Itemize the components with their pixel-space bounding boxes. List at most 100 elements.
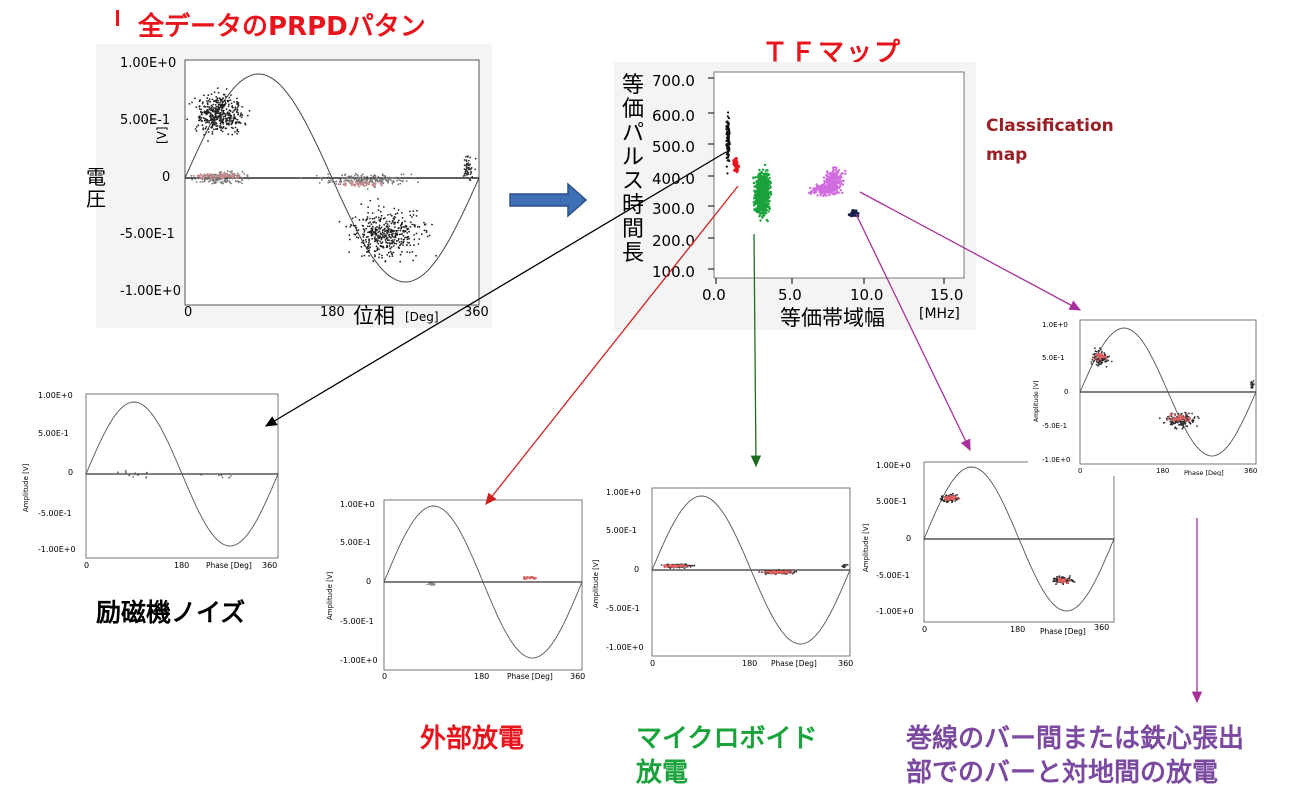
scatter-dot xyxy=(412,259,414,262)
scatter-dot xyxy=(236,132,239,135)
scatter-dot xyxy=(369,221,371,224)
scatter-dot xyxy=(369,199,372,202)
scatter-dot xyxy=(734,157,737,160)
scatter-dot xyxy=(205,131,207,134)
microvoid-ytick-3: 0 xyxy=(634,565,639,574)
scatter-dot xyxy=(388,255,391,258)
arrow-external xyxy=(485,185,739,506)
scatter-dot xyxy=(379,235,381,238)
scatter-dot xyxy=(350,224,352,226)
scatter-dot xyxy=(691,564,694,567)
scatter-dot xyxy=(228,476,231,479)
scatter-dot xyxy=(1196,425,1198,427)
scatter-dot xyxy=(363,244,366,247)
scatter-dot xyxy=(217,111,220,113)
scatter-dot xyxy=(395,240,398,242)
arrow-bar xyxy=(855,213,971,452)
scatter-dot xyxy=(215,108,218,111)
scatter-dot xyxy=(1095,352,1098,355)
scatter-dot xyxy=(211,121,214,124)
scatter-dot xyxy=(783,570,786,573)
bar-ytick-1: 1.00E+0 xyxy=(876,461,911,470)
tf-map-panel: 700.0 600.0 500.0 400.0 300.0 200.0 100.… xyxy=(614,62,976,330)
scatter-dot xyxy=(830,183,833,186)
scatter-dot xyxy=(840,172,843,175)
scatter-dot xyxy=(1253,383,1255,386)
scatter-dot xyxy=(188,103,191,105)
scatter-dot xyxy=(778,568,780,571)
scatter-dot xyxy=(727,159,730,162)
scatter-dot xyxy=(752,201,755,204)
scatter-dot xyxy=(809,186,812,190)
scatter-dot xyxy=(769,572,772,574)
scatter-dot xyxy=(405,244,408,247)
scatter-dot xyxy=(243,173,246,175)
scatter-dot xyxy=(758,190,761,194)
scatter-dot xyxy=(371,217,374,220)
scatter-dot xyxy=(212,179,215,182)
scatter-dot xyxy=(234,180,237,183)
exciter-sine xyxy=(85,401,279,547)
scatter-dot xyxy=(224,95,227,98)
scatter-dot xyxy=(1175,427,1178,430)
scatter-dot xyxy=(361,241,363,244)
scatter-dot xyxy=(1250,386,1252,389)
scatter-dot xyxy=(214,128,217,130)
scatter-dot xyxy=(404,226,406,228)
scatter-dot xyxy=(835,166,838,170)
scatter-dot xyxy=(752,181,756,185)
scatter-dot xyxy=(393,207,396,210)
scatter-dot xyxy=(1110,360,1113,363)
scatter-dot xyxy=(1180,422,1182,425)
scatter-dot xyxy=(1188,416,1191,419)
scatter-dot xyxy=(211,116,213,118)
scatter-dot xyxy=(224,120,227,123)
scatter-dot xyxy=(1188,412,1190,415)
scatter-dot xyxy=(825,174,828,177)
scatter-dot xyxy=(335,180,338,183)
scatter-dot xyxy=(369,217,371,220)
scatter-dot xyxy=(195,130,198,132)
scatter-dot xyxy=(379,240,381,243)
scatter-dot xyxy=(186,118,189,121)
scatter-dot xyxy=(948,499,951,502)
scatter-dot xyxy=(820,185,823,189)
scatter-dot xyxy=(411,251,414,253)
scatter-dot xyxy=(1196,415,1199,418)
scatter-dot xyxy=(408,230,410,233)
scatter-dot xyxy=(230,94,232,96)
scatter-dot xyxy=(219,118,221,120)
scatter-dot xyxy=(384,222,387,225)
scatter-dot xyxy=(227,114,230,117)
scatter-dot xyxy=(209,179,212,182)
classification-map-label: Classification map xyxy=(986,112,1114,170)
scatter-dot xyxy=(365,236,368,239)
scatter-dot xyxy=(394,232,397,235)
scatter-dot xyxy=(207,94,210,97)
scatter-dot xyxy=(133,473,136,476)
scatter-dot xyxy=(683,564,686,567)
scatter-dot xyxy=(381,174,384,177)
scatter-dot xyxy=(357,229,360,232)
scatter-dot xyxy=(124,469,127,472)
scatter-dot xyxy=(726,120,729,123)
scatter-dot xyxy=(217,474,220,477)
scatter-dot xyxy=(378,205,380,207)
scatter-dot xyxy=(209,112,212,115)
scatter-dot xyxy=(206,100,208,102)
scatter-dot xyxy=(385,241,388,244)
scatter-dot xyxy=(1091,358,1094,361)
scatter-dot xyxy=(335,182,337,185)
scatter-dot xyxy=(210,119,212,121)
scatter-dot xyxy=(1185,411,1187,414)
scatter-dot xyxy=(380,233,382,236)
scatter-dot xyxy=(1252,380,1255,382)
scatter-dot xyxy=(402,244,404,247)
category-bar-line1: 巻線のバー間または鉄心張出 xyxy=(906,724,1245,754)
scatter-dot xyxy=(400,211,403,214)
scatter-dot xyxy=(761,182,765,186)
scatter-dot xyxy=(400,179,402,182)
scatter-dot xyxy=(210,109,212,112)
scatter-dot xyxy=(467,155,469,157)
